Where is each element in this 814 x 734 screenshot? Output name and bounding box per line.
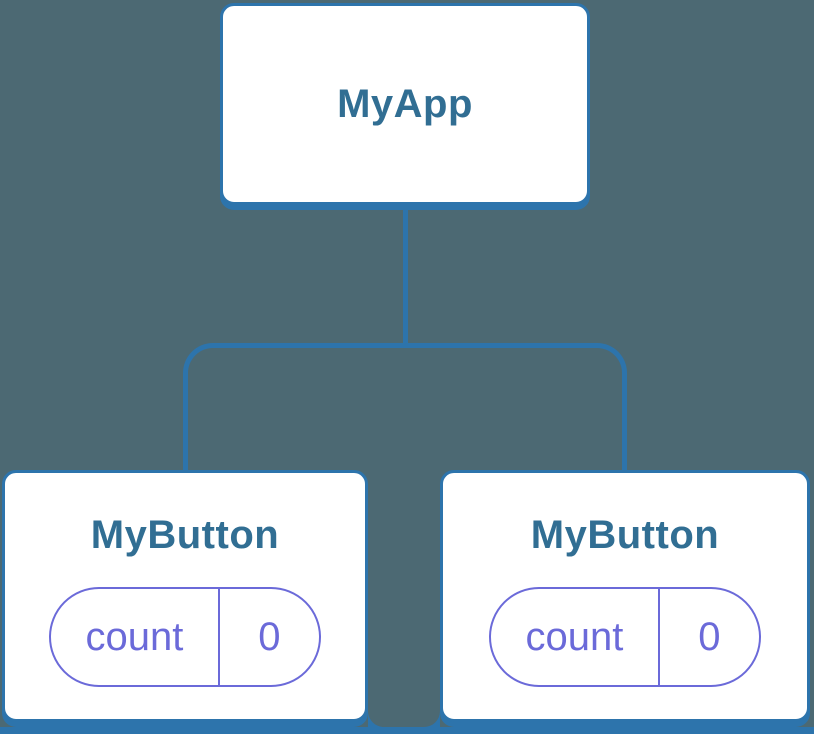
state-pill: count 0 xyxy=(489,587,761,687)
child-node-right: MyButton count 0 xyxy=(440,470,810,722)
child-node-label: MyButton xyxy=(530,513,720,557)
state-name-cell: count xyxy=(491,589,660,685)
state-value-cell: 0 xyxy=(258,614,281,659)
connector-trunk-line xyxy=(403,207,408,347)
root-node: MyApp xyxy=(220,3,590,205)
state-value-cell: 0 xyxy=(698,614,721,659)
child-node-label: MyButton xyxy=(90,513,280,557)
bottom-edge-line xyxy=(0,727,814,734)
state-name-cell: count xyxy=(51,589,220,685)
connector-bracket-line xyxy=(183,343,627,470)
bottom-fillet-right xyxy=(424,711,440,727)
bottom-fillet-left xyxy=(368,711,384,727)
state-pill: count 0 xyxy=(49,587,321,687)
root-node-label: MyApp xyxy=(337,81,473,126)
child-node-left: MyButton count 0 xyxy=(2,470,368,722)
